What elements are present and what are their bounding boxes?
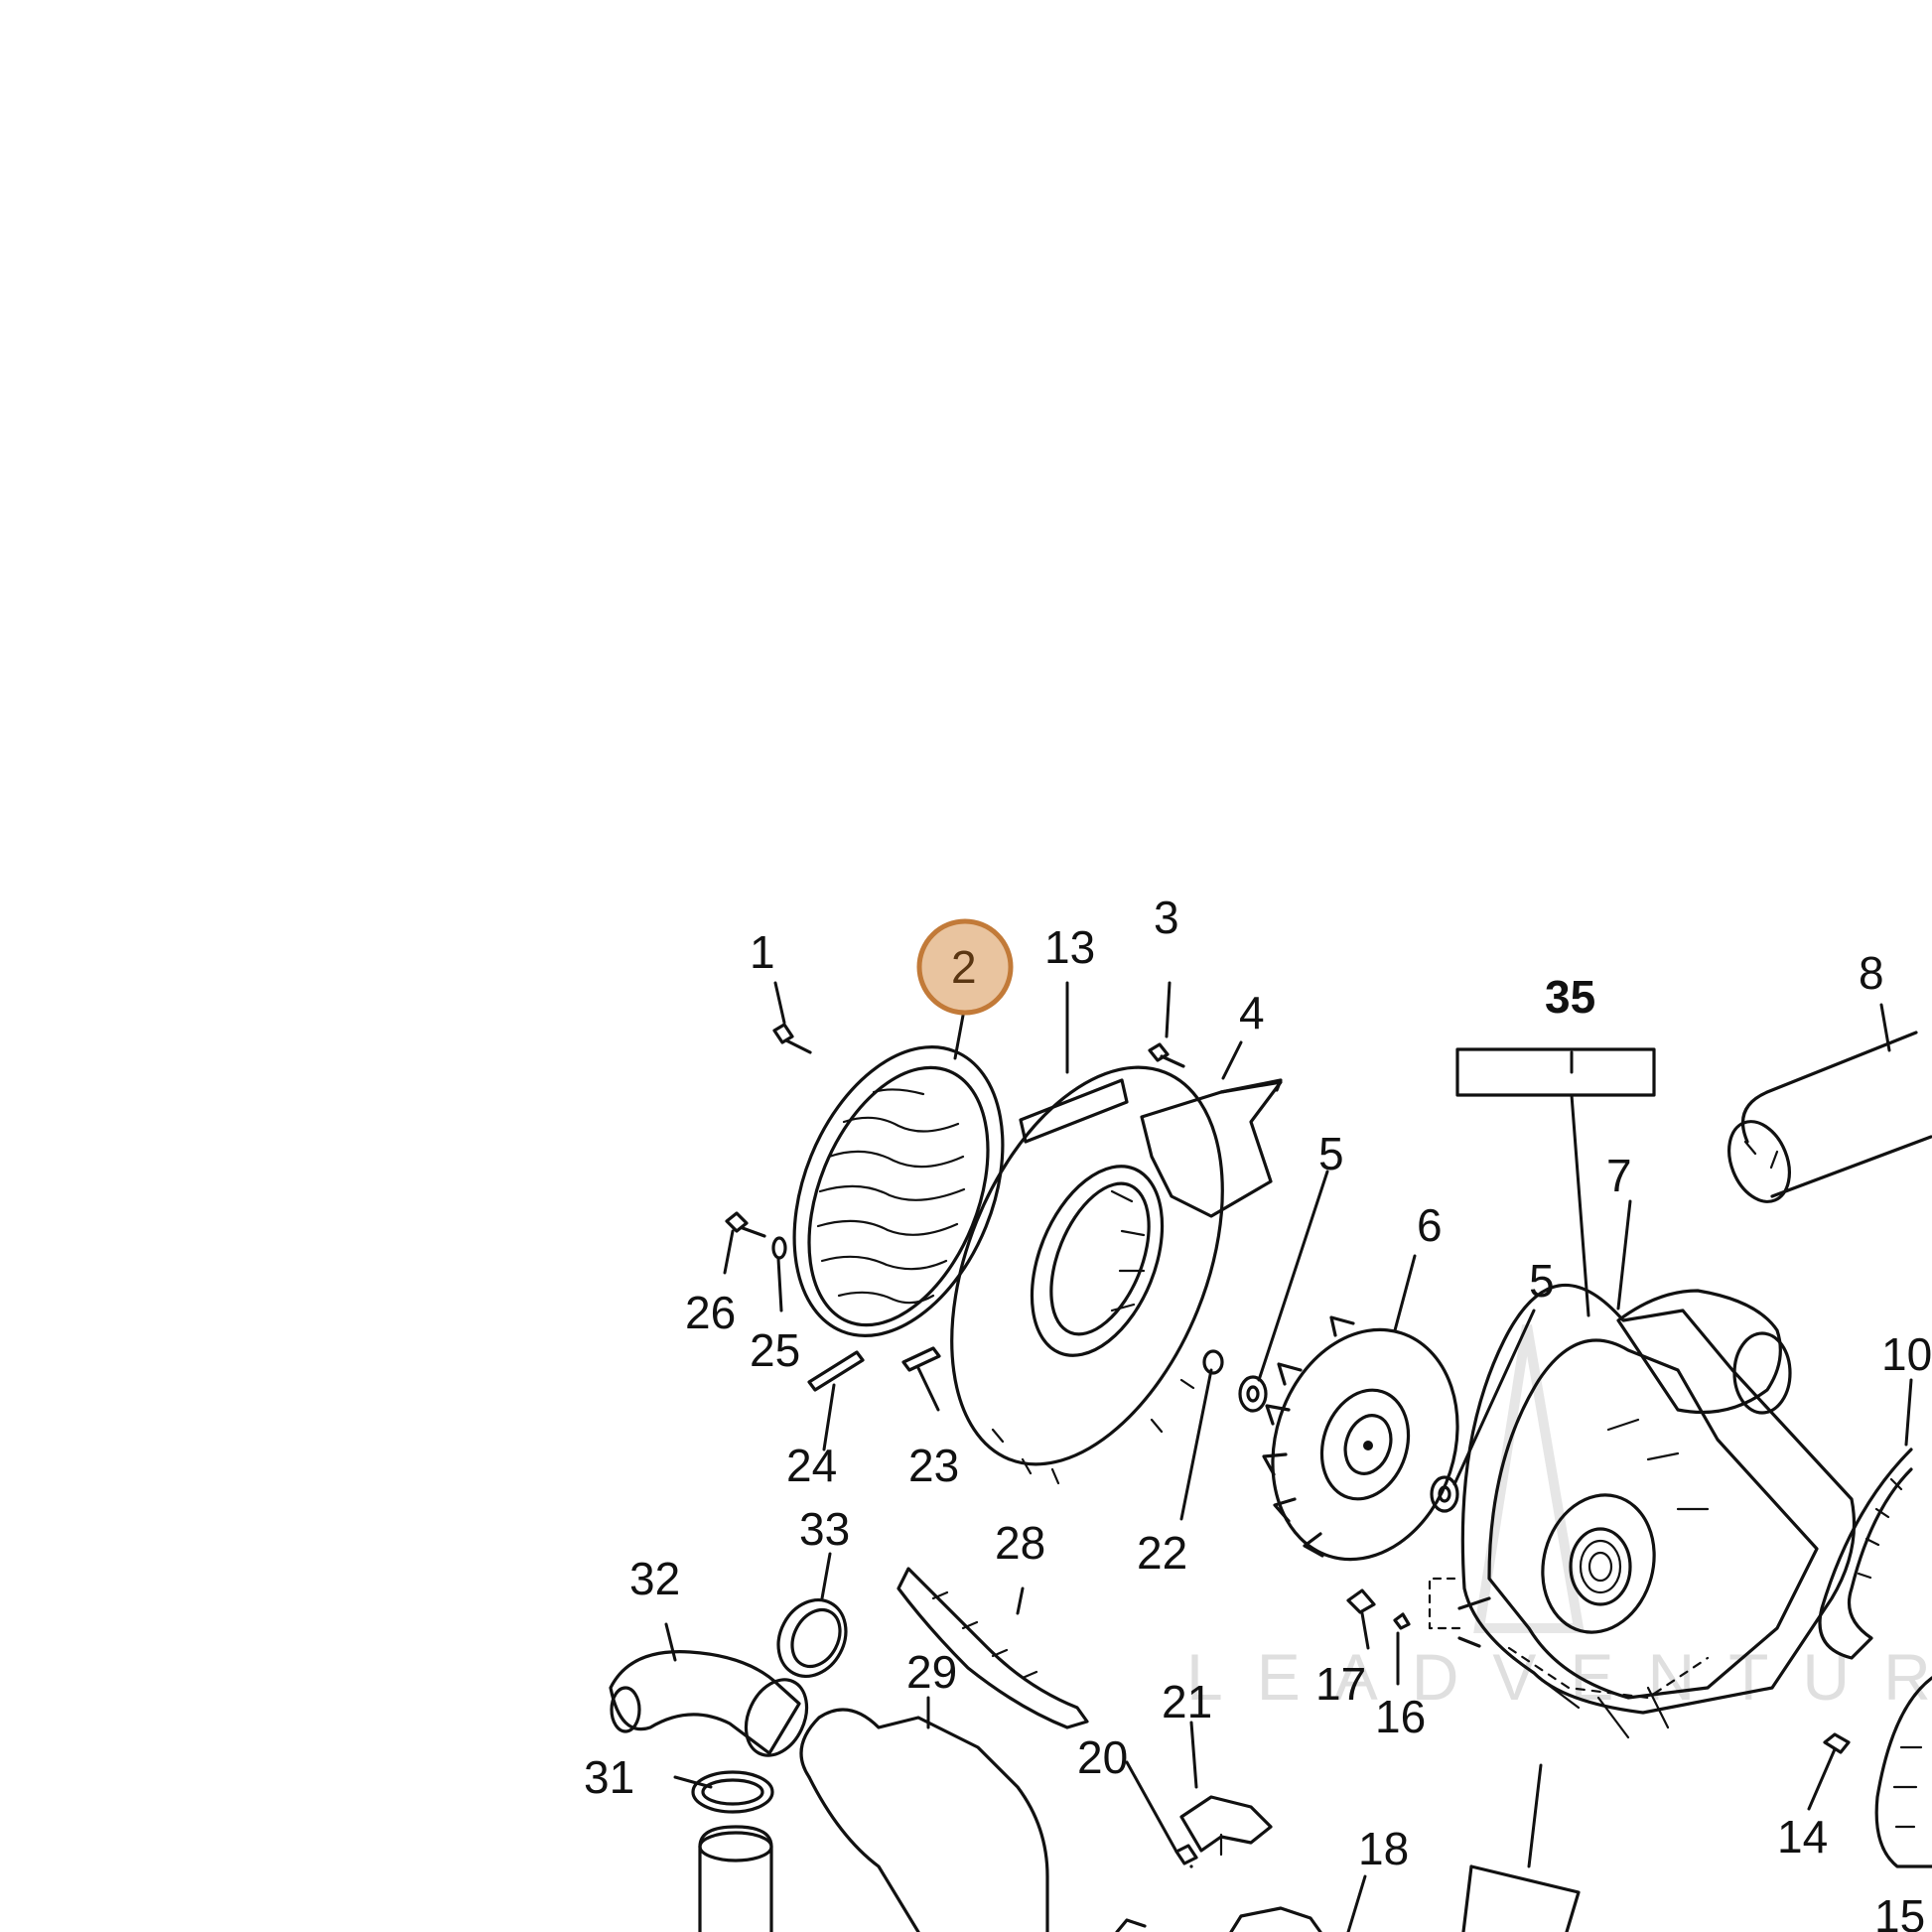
callout-35[interactable]: 35: [1545, 971, 1595, 1023]
part-4-fan-cover[interactable]: [898, 1028, 1283, 1503]
part-18-fitting[interactable]: [1115, 1906, 1322, 1932]
part-13-gasket-strip[interactable]: [1019, 1078, 1129, 1144]
callout-5-lower[interactable]: 5: [1529, 1255, 1555, 1307]
part-5-washer-lower[interactable]: [1430, 1475, 1459, 1513]
watermark-text: LEADVENTURE: [1186, 1640, 1932, 1714]
part-29-duct[interactable]: [799, 1708, 1049, 1932]
callout-8[interactable]: 8: [1859, 947, 1884, 999]
callout-2[interactable]: 2: [951, 941, 977, 993]
part-22-nut[interactable]: [1202, 1349, 1224, 1375]
callout-13[interactable]: 13: [1044, 921, 1095, 973]
part-17-bolt[interactable]: [1346, 1588, 1376, 1614]
callout-20[interactable]: 20: [1077, 1731, 1128, 1783]
callout-6[interactable]: 6: [1417, 1199, 1443, 1251]
part-7-blower-housing[interactable]: [1428, 1283, 1857, 1739]
callout-21[interactable]: 21: [1162, 1676, 1212, 1727]
callout-16[interactable]: 16: [1375, 1691, 1426, 1742]
callout-32[interactable]: 32: [629, 1553, 680, 1604]
callout-31[interactable]: 31: [584, 1751, 634, 1803]
part-10-handle-bracket[interactable]: [1818, 1448, 1913, 1660]
callout-24[interactable]: 24: [786, 1440, 837, 1491]
part-14-screw[interactable]: [1823, 1732, 1851, 1754]
part-20-screw[interactable]: [1174, 1844, 1198, 1868]
part-35-assembly-box: [1455, 1047, 1656, 1097]
callout-22[interactable]: 22: [1137, 1527, 1187, 1579]
callout-15[interactable]: 15: [1874, 1890, 1925, 1932]
callout-3[interactable]: 3: [1154, 892, 1179, 943]
part-15-side-cover[interactable]: [1874, 1676, 1932, 1868]
callout-25[interactable]: 25: [750, 1324, 800, 1376]
leader-lines: [664, 981, 1913, 1932]
callout-4[interactable]: 4: [1239, 987, 1265, 1038]
callout-28[interactable]: 28: [995, 1517, 1045, 1569]
part-26-bolt[interactable]: [725, 1211, 766, 1238]
callout-29[interactable]: 29: [906, 1646, 957, 1698]
part-28-seal-strip[interactable]: [897, 1567, 1089, 1729]
part-5-washer-upper[interactable]: [1238, 1375, 1268, 1413]
part-8-handle-grip[interactable]: [1718, 1031, 1932, 1210]
part-1-screw[interactable]: [772, 1023, 812, 1054]
callout-23[interactable]: 23: [908, 1440, 959, 1491]
lower-tube[interactable]: [698, 1825, 773, 1932]
callout-18[interactable]: 18: [1358, 1823, 1409, 1874]
callout-26[interactable]: 26: [685, 1287, 736, 1338]
part-3-screw[interactable]: [1148, 1042, 1185, 1068]
callout-7[interactable]: 7: [1606, 1150, 1632, 1201]
part-31-clamp[interactable]: [691, 1770, 774, 1814]
lower-block[interactable]: [1461, 1864, 1581, 1932]
callout-10[interactable]: 10: [1881, 1328, 1932, 1380]
callout-2-highlight[interactable]: [916, 918, 1014, 1016]
part-32-elbow-pipe[interactable]: [609, 1650, 818, 1765]
part-6-impeller[interactable]: [1244, 1306, 1486, 1584]
part-21-bracket[interactable]: [1179, 1795, 1273, 1857]
callout-1[interactable]: 1: [750, 926, 775, 978]
part-23-clip[interactable]: [901, 1346, 941, 1372]
part-2-intake-screen[interactable]: [755, 1016, 1042, 1366]
callout-14[interactable]: 14: [1777, 1811, 1828, 1863]
part-25-ring[interactable]: [771, 1236, 787, 1260]
part-33-hose-clamp[interactable]: [765, 1588, 859, 1689]
callout-5-upper[interactable]: 5: [1318, 1128, 1344, 1179]
part-16-pin[interactable]: [1393, 1612, 1411, 1630]
part-24-pin[interactable]: [807, 1350, 865, 1392]
callout-labels: 1 2 3 4 5 5 6 7 8 10 13 14 15 16 17 18 2…: [584, 892, 1932, 1932]
callout-17[interactable]: 17: [1315, 1658, 1366, 1710]
callout-33[interactable]: 33: [799, 1503, 850, 1555]
